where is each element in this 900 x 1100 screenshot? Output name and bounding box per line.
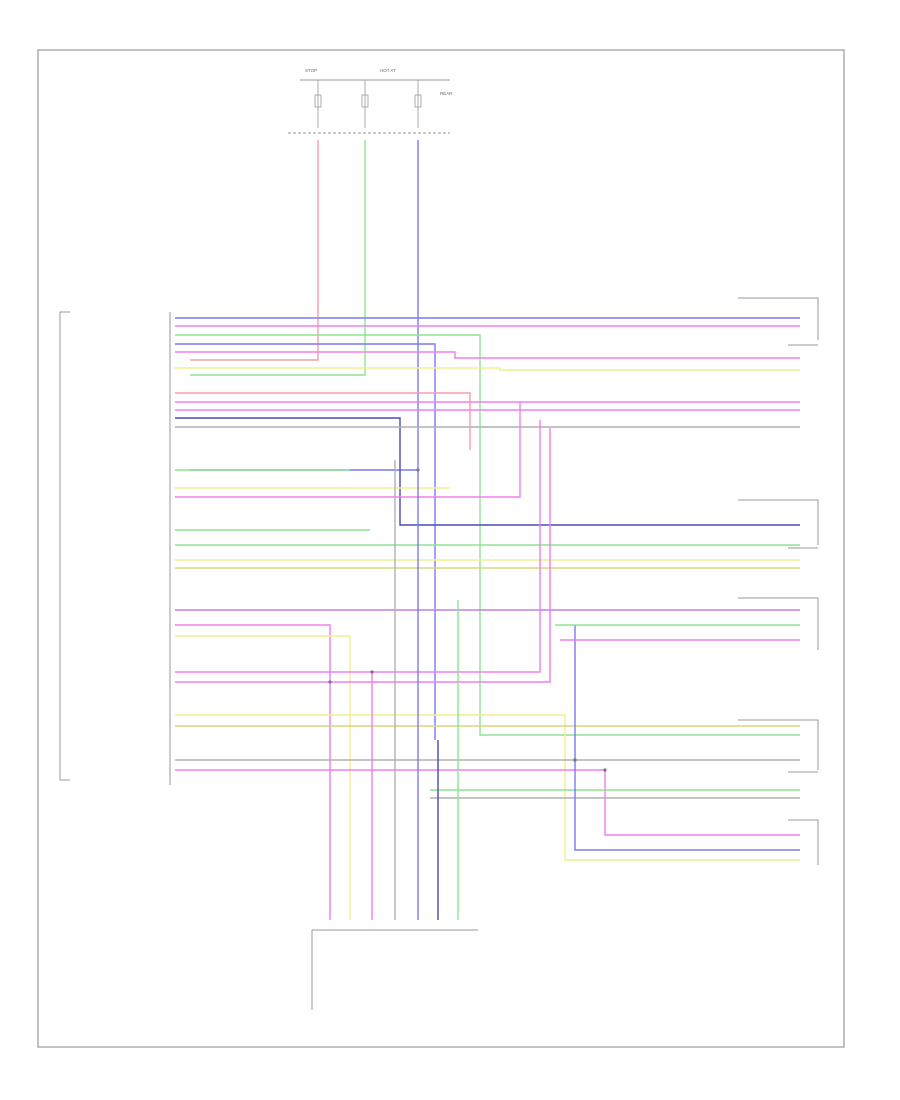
wire-segment xyxy=(175,367,800,371)
wire-segment xyxy=(175,428,551,683)
wire-segment xyxy=(175,769,800,836)
junction-dot xyxy=(328,680,332,684)
wire-segment xyxy=(175,420,541,673)
top-power-source: STOP HOT AT REAR xyxy=(288,68,453,134)
wire-segment xyxy=(175,351,800,359)
wire-segment xyxy=(175,624,331,920)
wire-segment xyxy=(574,625,800,851)
wire-segment xyxy=(175,334,800,736)
right-modules xyxy=(738,297,819,865)
junction-dot xyxy=(603,768,607,772)
diagram-frame xyxy=(37,49,845,1048)
wire-segment xyxy=(175,635,351,920)
junction-dot xyxy=(416,468,420,472)
bottom-connector xyxy=(311,929,478,1010)
junction-dot xyxy=(573,758,577,762)
svg-text:REAR: REAR xyxy=(440,91,453,96)
wires xyxy=(175,140,800,920)
wire-segment xyxy=(190,140,419,471)
wire-segment xyxy=(190,140,319,361)
wire-segment xyxy=(175,343,436,740)
wire-segment xyxy=(175,392,471,450)
wire-segment xyxy=(175,714,800,861)
wire-segment xyxy=(175,417,800,526)
junction-dot xyxy=(370,670,374,674)
wire-segment xyxy=(175,402,521,498)
svg-text:STOP: STOP xyxy=(305,68,317,73)
svg-text:HOT AT: HOT AT xyxy=(380,68,396,73)
left-module xyxy=(59,311,171,785)
wire-segment xyxy=(190,140,366,376)
